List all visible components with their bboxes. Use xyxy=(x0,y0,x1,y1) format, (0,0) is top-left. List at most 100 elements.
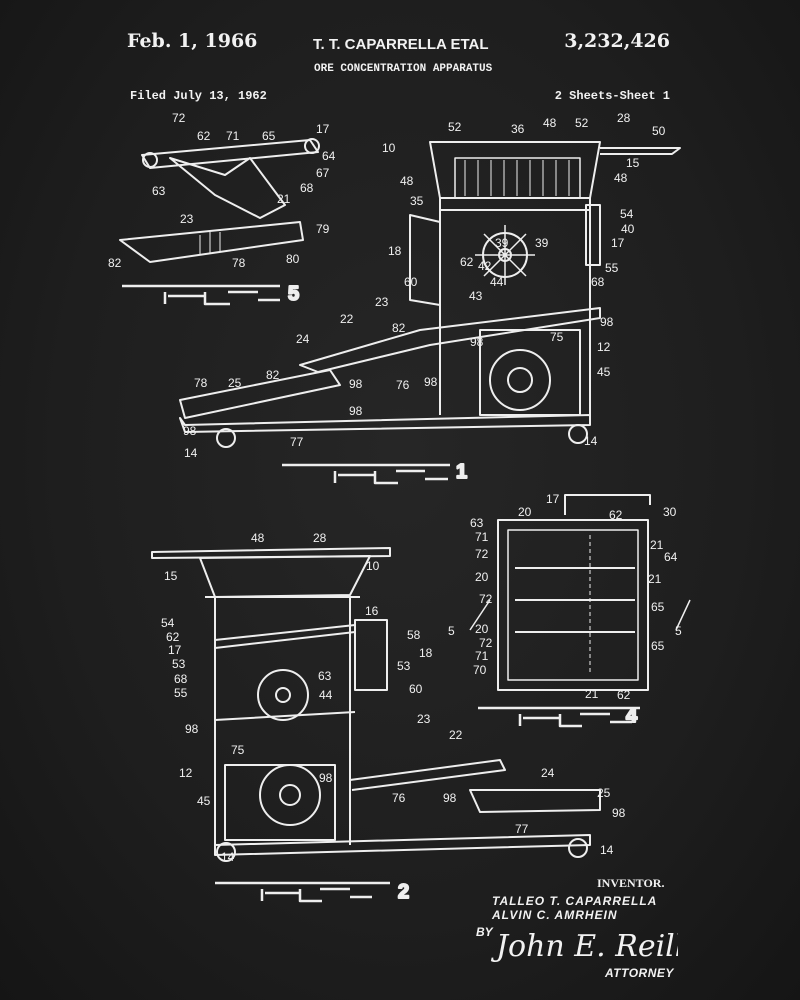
fig2-reference-numeral: 28 xyxy=(313,531,327,545)
fig4-reference-numeral: 62 xyxy=(609,508,623,522)
inventors-header: T. T. CAPARRELLA ETAL xyxy=(313,36,489,53)
fig1-reference-numeral: 42 xyxy=(478,259,492,273)
fig1-reference-numeral: 24 xyxy=(296,332,310,346)
patent-title: ORE CONCENTRATION APPARATUS xyxy=(314,63,493,75)
fig1-reference-numeral: 12 xyxy=(597,340,611,354)
fig1-reference-numeral: 82 xyxy=(392,321,406,335)
fig2-reference-numeral: 55 xyxy=(174,686,188,700)
fig2-reference-numeral: 24 xyxy=(541,766,555,780)
fig4-reference-numeral: 21 xyxy=(585,687,599,701)
fig1-reference-numeral: 14 xyxy=(584,434,598,448)
fig4-reference-numeral: 21 xyxy=(650,538,664,552)
fig5-reference-numeral: 17 xyxy=(316,122,330,136)
figure-1-number: 1 xyxy=(456,461,467,483)
fig1-reference-numeral: 18 xyxy=(388,244,402,258)
fig1-reference-numeral: 48 xyxy=(543,116,557,130)
fig2-reference-numeral: 48 xyxy=(251,531,265,545)
fig1-reference-numeral: 17 xyxy=(611,236,625,250)
sheet-count: 2 Sheets-Sheet 1 xyxy=(554,89,670,103)
fig1-reference-numeral: 50 xyxy=(652,124,666,138)
fig1-reference-numeral: 98 xyxy=(183,424,197,438)
fig5-reference-numeral: 64 xyxy=(322,149,336,163)
fig5-reference-numeral: 79 xyxy=(316,222,330,236)
fig1-reference-numeral: 98 xyxy=(424,375,438,389)
fig2-reference-numeral: 17 xyxy=(168,643,182,657)
fig2-reference-numeral: 14 xyxy=(600,843,614,857)
inventor-name-2: ALVIN C. AMRHEIN xyxy=(492,908,618,922)
fig5-reference-numeral: 78 xyxy=(232,256,246,270)
fig1-reference-numeral: 62 xyxy=(460,255,474,269)
fig1-reference-numeral: 39 xyxy=(495,236,509,250)
fig2-reference-numeral: 10 xyxy=(366,559,380,573)
fig5-reference-numeral: 80 xyxy=(286,252,300,266)
fig1-reference-numeral: 43 xyxy=(469,289,483,303)
fig1-reference-numeral: 55 xyxy=(605,261,619,275)
figure-4-label xyxy=(478,706,640,728)
fig2-reference-numeral: 68 xyxy=(174,672,188,686)
figure-1-label xyxy=(282,463,450,485)
fig4-reference-numeral: 71 xyxy=(475,530,489,544)
svg-text:John E. Reilly: John E. Reilly xyxy=(490,929,678,964)
fig1-reference-numeral: 68 xyxy=(591,275,605,289)
fig1-reference-numeral: 82 xyxy=(266,368,280,382)
fig1-reference-numeral: 75 xyxy=(550,330,564,344)
fig2-reference-numeral: 15 xyxy=(164,569,178,583)
figure-4-drawing xyxy=(469,494,691,691)
fig2-reference-numeral: 75 xyxy=(231,743,245,757)
figure-5-drawing xyxy=(119,138,320,263)
fig4-reference-numeral: 21 xyxy=(648,572,662,586)
fig1-reference-numeral: 25 xyxy=(228,376,242,390)
fig2-reference-numeral: 98 xyxy=(185,722,199,736)
fig4-reference-numeral: 72 xyxy=(475,547,489,561)
figure-2-label xyxy=(215,881,390,903)
fig1-reference-numeral: 98 xyxy=(349,377,363,391)
fig1-reference-numeral: 14 xyxy=(184,446,198,460)
fig2-reference-numeral: 77 xyxy=(515,822,529,836)
fig1-reference-numeral: 39 xyxy=(535,236,549,250)
fig1-reference-numeral: 15 xyxy=(626,156,640,170)
patent-date: Feb. 1, 1966 xyxy=(127,30,258,52)
figure-5-label xyxy=(122,284,280,306)
fig1-reference-numeral: 98 xyxy=(470,335,484,349)
fig4-reference-numeral: 64 xyxy=(664,550,678,564)
fig2-reference-numeral: 18 xyxy=(419,646,433,660)
fig2-reference-numeral: 62 xyxy=(166,630,180,644)
fig1-reference-numeral: 98 xyxy=(349,404,363,418)
fig2-reference-numeral: 14 xyxy=(221,850,235,864)
inventor-label: INVENTOR. xyxy=(597,876,665,890)
figure-4-number: 4 xyxy=(626,705,638,727)
by-label: BY xyxy=(476,925,493,939)
fig4-reference-numeral: 30 xyxy=(663,505,677,519)
fig1-reference-numeral: 52 xyxy=(448,120,462,134)
fig5-reference-numeral: 63 xyxy=(152,184,166,198)
fig2-reference-numeral: 44 xyxy=(319,688,333,702)
fig4-reference-numeral: 17 xyxy=(546,492,560,506)
fig1-reference-numeral: 45 xyxy=(597,365,611,379)
fig1-reference-numeral: 78 xyxy=(194,376,208,390)
fig4-reference-numeral: 20 xyxy=(518,505,532,519)
fig1-reference-numeral: 28 xyxy=(617,111,631,125)
fig4-reference-numeral: 62 xyxy=(617,688,631,702)
fig1-reference-numeral: 76 xyxy=(396,378,410,392)
fig4-reference-numeral: 65 xyxy=(651,639,665,653)
fig4-reference-numeral: 5 xyxy=(675,624,682,638)
fig2-reference-numeral: 53 xyxy=(397,659,411,673)
patent-number: 3,232,426 xyxy=(564,30,670,52)
figure-2-drawing xyxy=(151,547,601,862)
fig2-reference-numeral: 22 xyxy=(449,728,463,742)
attorney-signature: John E. Reilly xyxy=(490,929,678,964)
fig2-reference-numeral: 60 xyxy=(409,682,423,696)
fig2-reference-numeral: 12 xyxy=(179,766,193,780)
fig4-reference-numeral: 20 xyxy=(475,570,489,584)
fig2-reference-numeral: 58 xyxy=(407,628,421,642)
fig2-reference-numeral: 45 xyxy=(197,794,211,808)
figure-5-number: 5 xyxy=(288,283,299,305)
fig5-reference-numeral: 72 xyxy=(172,111,186,125)
filed-date: Filed July 13, 1962 xyxy=(130,89,267,103)
fig5-reference-numeral: 67 xyxy=(316,166,330,180)
fig1-reference-numeral: 98 xyxy=(600,315,614,329)
fig4-reference-numeral: 65 xyxy=(651,600,665,614)
